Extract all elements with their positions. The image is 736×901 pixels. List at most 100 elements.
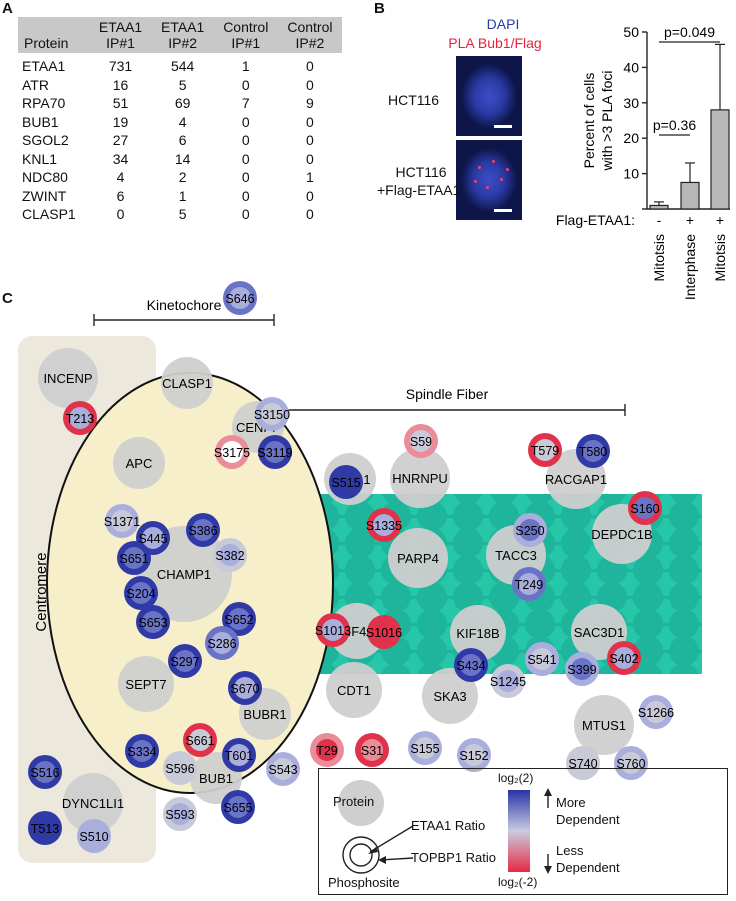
phosphosite-inner (272, 758, 294, 780)
flag-value: + (686, 212, 694, 228)
protein-circle (326, 662, 382, 718)
phosphosite-label: S596 (165, 762, 194, 776)
micro-label-hct116: HCT116 (388, 92, 440, 108)
count-cell: 27 (112, 132, 129, 148)
protein-label: SKA3 (433, 689, 466, 704)
protein-label: INCENP (43, 371, 92, 386)
count-cell: 0 (241, 206, 250, 222)
legend-protein-label: Protein (333, 794, 375, 809)
phosphosite-inner (169, 803, 191, 825)
phosphosite-label: S646 (225, 292, 254, 306)
protein-circle (388, 528, 448, 588)
count-cell: 19 (112, 113, 129, 130)
phosphosite-label: S510 (79, 830, 108, 844)
phosphosite-label: S3150 (254, 408, 290, 422)
phosphosite-inner (531, 648, 553, 670)
legend-topbp1-ratio: TOPBP1 Ratio (411, 850, 497, 865)
y-tick-label: 30 (623, 95, 639, 111)
protein-name: ATR (22, 76, 49, 93)
phosphosite-inner (142, 527, 164, 549)
phosphosite-inner (130, 582, 152, 604)
protein-label: BUB1 (199, 771, 233, 786)
phosphosite-label: T249 (515, 578, 544, 592)
phosphosite-inner (373, 621, 395, 643)
count-cell: 731 (108, 58, 133, 74)
phosphosite-inner (111, 510, 133, 532)
legend-more-2: Dependent (556, 812, 620, 827)
phosphosite-inner (169, 757, 191, 779)
protein-circle (422, 668, 478, 724)
phosphosite-label: S250 (515, 524, 544, 538)
phosphosite-label: S593 (165, 808, 194, 822)
protein-label: KIF18B (456, 626, 499, 641)
phosphosite-inner (69, 407, 91, 429)
phosphosite-inner (228, 608, 250, 630)
panel-c-label: C (2, 290, 13, 307)
protein-label: SEPT7 (125, 677, 166, 692)
protein-label: CHAMP1 (157, 567, 211, 582)
scale-bar (494, 125, 512, 128)
phosphosite-inner (229, 287, 251, 309)
phosphosite-inner (234, 677, 256, 699)
phosphosite-label: S516 (30, 766, 59, 780)
count-cell: 0 (306, 187, 314, 204)
phosphosite-label: S386 (188, 524, 217, 538)
panel-a-label: A (2, 0, 13, 17)
phosphosite-inner (634, 497, 656, 519)
kinetochore-label: Kinetochore (147, 297, 222, 313)
phosphosite-inner (83, 825, 105, 847)
protein-label: MTUS1 (582, 718, 626, 733)
phosphosite-inner (131, 740, 153, 762)
protein-label: BUBR1 (243, 707, 286, 722)
phosphosite-inner (582, 440, 604, 462)
count-cell: 69 (174, 95, 191, 111)
phosphosite-label: S1016 (366, 626, 402, 640)
count-cell: 0 (306, 132, 314, 148)
scale-bar (494, 209, 512, 212)
phosphosite-label: S204 (126, 587, 155, 601)
p-value-label: p=0.049 (664, 24, 715, 40)
phosphosite-label: T213 (66, 412, 95, 426)
phosphosite-label: S1371 (104, 515, 140, 529)
count-cell: 5 (178, 206, 187, 222)
phosphosite-inner (227, 796, 249, 818)
legend-phosphosite-inner (349, 843, 373, 867)
protein-label: PARP4 (397, 551, 439, 566)
phosphosite-label: S434 (456, 659, 485, 673)
phosphosite-inner (322, 619, 344, 641)
legend-less-1: Less (556, 843, 584, 858)
count-cell: 0 (116, 206, 125, 222)
count-cell: 0 (306, 76, 314, 93)
phosphosite-inner (534, 439, 556, 461)
count-cell: 51 (112, 95, 129, 111)
phosphosite-label: S3175 (214, 446, 250, 460)
count-cell: 0 (241, 187, 250, 204)
table-header-cell: Protein (18, 17, 90, 53)
count-cell: 14 (174, 150, 191, 167)
legend-bottom-label: log₂(-2) (498, 875, 538, 889)
phosphosite-inner (463, 744, 485, 766)
count-cell: 544 (170, 58, 195, 74)
phosphosite-inner (142, 611, 164, 633)
phosphosite-inner (211, 632, 233, 654)
pla-title: PLA Bub1/Flag (448, 35, 542, 51)
protein-name: CLASP1 (22, 206, 76, 222)
legend-box (318, 768, 728, 895)
phosphosite-label: S152 (459, 749, 488, 763)
count-cell: 34 (112, 150, 129, 167)
legend-phosphosite-label: Phosphosite (328, 875, 400, 890)
count-cell: 5 (178, 76, 187, 93)
phosphosite-inner (228, 744, 250, 766)
count-cell: 0 (241, 132, 250, 148)
count-cell: 4 (116, 169, 125, 185)
phosphosite-inner (174, 650, 196, 672)
panel-b-label: B (374, 0, 385, 17)
